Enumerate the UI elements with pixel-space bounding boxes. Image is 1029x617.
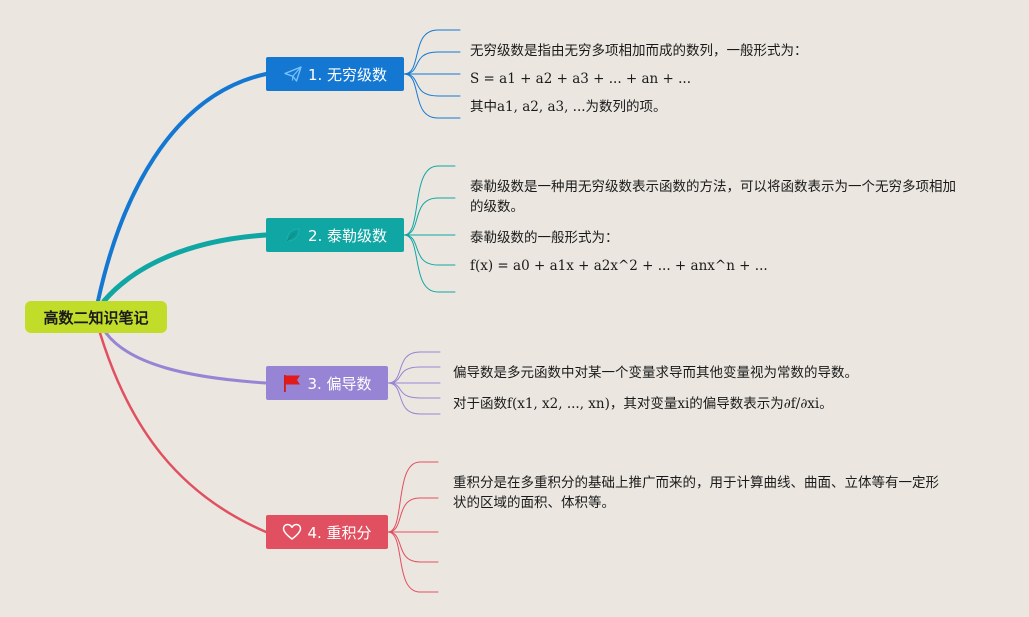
note-text: 偏导数是多元函数中对某一个变量求导而其他变量视为常数的导数。 bbox=[453, 365, 858, 381]
sub-branch-line bbox=[387, 531, 439, 593]
topic-label: 1. 无穷级数 bbox=[307, 65, 388, 84]
note-text: f(x) = a0 + a1x + a2x^2 + ... + anx^n + … bbox=[470, 258, 768, 274]
red-flag-icon bbox=[282, 373, 302, 393]
branch-line bbox=[101, 232, 269, 304]
note-text: 重积分是在多重积分的基础上推广而来的，用于计算曲线、曲面、立体等有一定形状的区域… bbox=[453, 475, 939, 511]
sub-branch-line bbox=[387, 366, 441, 384]
sub-branch-line bbox=[387, 531, 439, 563]
sub-branch-line bbox=[403, 234, 456, 266]
paper-plane-icon bbox=[283, 64, 303, 84]
sub-branch-line bbox=[403, 29, 461, 75]
topic-node-multiple-integral[interactable]: 4. 重积分 bbox=[266, 515, 388, 549]
note-text: 对于函数f(x1, x2, ..., xn)，其对变量xi的偏导数表示为∂f/∂… bbox=[453, 396, 833, 412]
sub-branch-line bbox=[403, 165, 456, 236]
note-text: 无穷级数是指由无穷多项相加而成的数列，一般形式为： bbox=[470, 43, 808, 59]
root-node-label: 高数二知识笔记 bbox=[43, 308, 149, 327]
note-text: 其中a1, a2, a3, ...为数列的项。 bbox=[470, 99, 667, 115]
note-text: 泰勒级数是一种用无穷级数表示函数的方法，可以将函数表示为一个无穷多项相加的级数。 bbox=[470, 179, 956, 215]
sub-branch-line bbox=[387, 497, 439, 533]
root-node[interactable]: 高数二知识笔记 bbox=[25, 301, 167, 333]
note-text: S = a1 + a2 + a3 + ... + an + ... bbox=[470, 71, 692, 87]
sub-branch-line bbox=[403, 73, 461, 97]
branch-line bbox=[104, 331, 268, 385]
topic-label: 3. 偏导数 bbox=[307, 374, 372, 393]
sub-branch-line bbox=[403, 73, 461, 119]
heart-icon bbox=[282, 522, 302, 542]
topic-label: 2. 泰勒级数 bbox=[307, 226, 388, 245]
sub-branch-line bbox=[387, 382, 441, 415]
branch-line bbox=[98, 331, 268, 534]
topic-node-infinite-series[interactable]: 1. 无穷级数 bbox=[266, 57, 404, 91]
topic-node-taylor-series[interactable]: 2. 泰勒级数 bbox=[266, 218, 404, 252]
topic-node-partial-derivative[interactable]: 3. 偏导数 bbox=[266, 366, 388, 400]
leaf-icon bbox=[283, 225, 303, 245]
sub-branch-line bbox=[387, 382, 441, 399]
note-text: 泰勒级数的一般形式为： bbox=[470, 230, 619, 246]
sub-branch-line bbox=[387, 461, 439, 533]
topic-label: 4. 重积分 bbox=[307, 523, 372, 542]
sub-branch-line bbox=[403, 197, 456, 236]
branch-line bbox=[96, 72, 268, 303]
sub-branch-line bbox=[403, 51, 461, 75]
sub-branch-line bbox=[403, 234, 456, 293]
